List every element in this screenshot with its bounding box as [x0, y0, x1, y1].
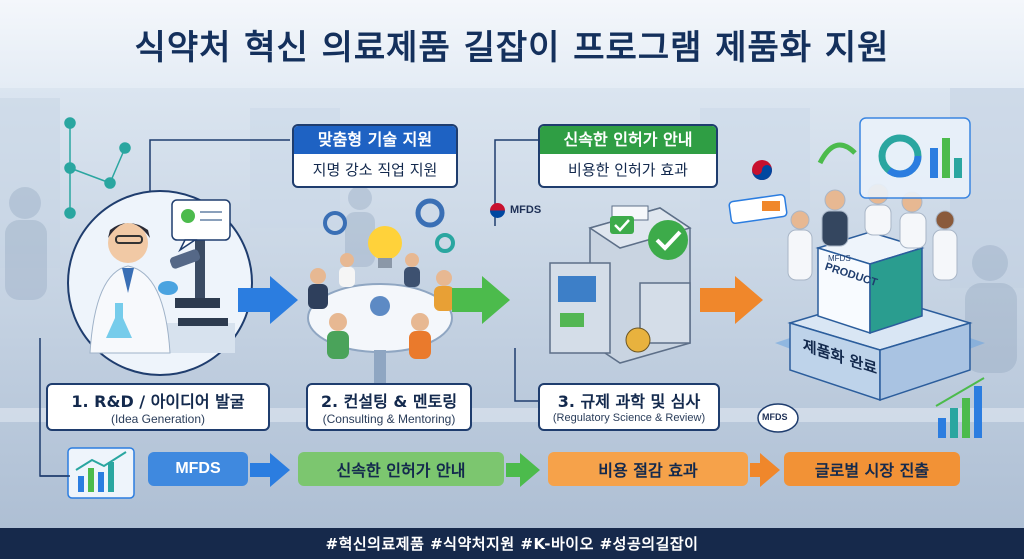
approval-callout-title: 신속한 인허가 안내 — [540, 126, 716, 154]
background-scientists — [5, 186, 1017, 373]
flow-arrow-green — [452, 276, 510, 324]
idea-chat-icon — [171, 199, 231, 253]
title-band: 식약처 혁신 의료제품 길잡이 프로그램 제품화 지원 — [0, 0, 1024, 88]
flow-chip-global-market: 글로벌 시장 진출 — [784, 452, 960, 486]
floating-card-icon — [728, 193, 788, 225]
step-2-box: 2. 컨설팅 & 멘토링 (Consulting & Mentoring) — [306, 383, 472, 431]
flow-chip-mfds: MFDS — [148, 452, 248, 486]
product-box-brand: MFDS — [828, 254, 851, 263]
approval-callout-body: 비용한 인허가 효과 — [568, 161, 688, 179]
lab-illustration — [0, 88, 1024, 528]
step-2-subtitle: (Consulting & Mentoring) — [322, 412, 456, 426]
step-3-box: 3. 규제 과학 및 심사 (Regulatory Science & Revi… — [538, 383, 720, 431]
step-2-title: 2. 컨설팅 & 멘토링 — [320, 392, 458, 411]
mfds-seal-label: MFDS — [762, 412, 788, 422]
step-1-subtitle: (Idea Generation) — [110, 412, 206, 426]
page-title: 식약처 혁신 의료제품 길잡이 프로그램 제품화 지원 — [134, 27, 890, 68]
support-callout-body: 지명 강소 직업 지원 — [312, 161, 438, 179]
step-1-title: 1. R&D / 아이디어 발굴 — [71, 392, 245, 411]
mfds-logo-label: MFDS — [510, 204, 542, 216]
flow-arrow-orange — [700, 276, 763, 324]
flow-chip-fast-approval: 신속한 인허가 안내 — [298, 452, 504, 486]
approval-callout: 신속한 인허가 안내 비용한 인허가 효과 — [538, 124, 718, 188]
korea-emblem-icon — [752, 160, 772, 180]
flow-arrow-blue — [238, 276, 298, 324]
regulatory-machines-illustration — [549, 205, 692, 364]
mfds-emblem-icon — [490, 203, 505, 218]
network-nodes-icon — [64, 117, 131, 219]
step-3-title: 3. 규제 과학 및 심사 — [557, 392, 701, 411]
step-3-subtitle: (Regulatory Science & Review) — [552, 412, 706, 424]
hashtag-footer: #혁신의료제품 #식약처지원 #K-바이오 #성공의길잡이 — [0, 528, 1024, 559]
flow-chip-cost-saving: 비용 절감 효과 — [548, 452, 748, 486]
analytics-dashboard-icon — [817, 117, 971, 199]
mfds-seal-icon — [757, 403, 799, 433]
step-1-box: 1. R&D / 아이디어 발굴 (Idea Generation) — [46, 383, 270, 431]
bar-chart-icon — [935, 377, 985, 438]
hashtags-text: #혁신의료제품 #식약처지원 #K-바이오 #성공의길잡이 — [325, 535, 699, 553]
product-platform-illustration — [775, 183, 985, 402]
meeting-illustration — [307, 198, 455, 390]
bottom-flow-arrows — [40, 453, 780, 487]
support-callout-title: 맞춤형 기술 지원 — [294, 126, 456, 154]
support-callout: 맞춤형 기술 지원 지명 강소 직업 지원 — [292, 124, 458, 188]
growth-chart-icon — [67, 447, 135, 499]
